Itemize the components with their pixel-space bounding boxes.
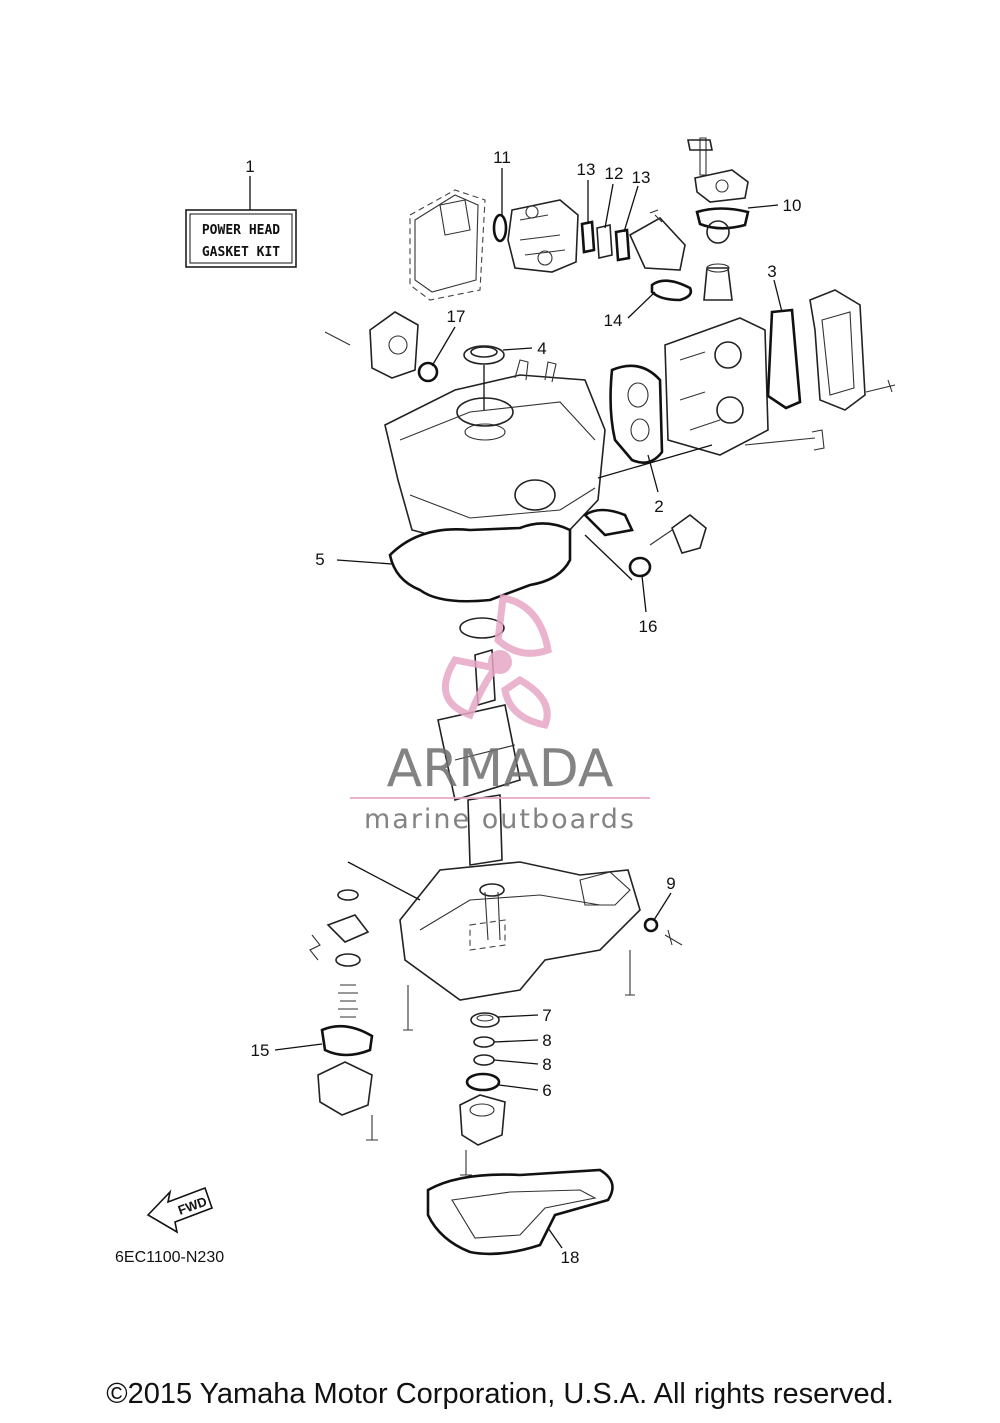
oil-pump-housing <box>459 1094 506 1146</box>
callout-8a: 8 <box>542 1031 551 1050</box>
watermark-brand: ARMADA <box>387 739 614 799</box>
gasket-2 <box>609 364 664 464</box>
callout-1: 1 <box>245 157 254 176</box>
callout-18: 18 <box>561 1248 580 1267</box>
callout-10: 10 <box>783 196 802 215</box>
armada-watermark: ARMADA marine outboards <box>350 593 650 835</box>
callout-13a: 13 <box>577 160 596 179</box>
crankcase-gasket-5 <box>388 522 572 603</box>
thermostat-cover <box>687 137 749 203</box>
callout-2: 2 <box>654 497 663 516</box>
callout-15: 15 <box>251 1041 270 1060</box>
fuel-pump <box>324 311 419 379</box>
drain-bolt <box>664 929 683 946</box>
callout-4: 4 <box>537 339 546 358</box>
gasket-14 <box>650 279 693 302</box>
gasket-18 <box>426 1168 614 1256</box>
intake-manifold <box>628 209 686 271</box>
oil-seal-4 <box>463 345 505 365</box>
thermostat <box>703 220 733 301</box>
cylinder-head <box>664 317 769 456</box>
o-ring-6 <box>465 1072 501 1092</box>
crankcase-lower <box>399 861 641 1001</box>
small-gasket <box>582 508 634 537</box>
callout-11: 11 <box>493 148 511 167</box>
kit-label-line2: GASKET KIT <box>202 245 280 260</box>
cylinder-head-gasket-3 <box>766 308 802 410</box>
gasket-kit-label: POWER HEAD GASKET KIT <box>185 209 297 268</box>
carburetor-assembly <box>409 189 579 301</box>
callout-12: 12 <box>605 164 624 183</box>
fwd-arrow-icon: FWD <box>146 1186 214 1234</box>
oil-seal-8a <box>473 1036 495 1048</box>
leader-lines <box>249 168 783 1249</box>
callout-6: 6 <box>542 1081 551 1100</box>
pump-bolt <box>460 1150 472 1176</box>
callout-14: 14 <box>604 311 623 330</box>
o-ring-17 <box>417 361 439 383</box>
callout-13b: 13 <box>632 168 651 187</box>
head-bolt <box>744 429 825 451</box>
o-ring-11 <box>492 213 508 243</box>
watermark-tagline: marine outboards <box>364 804 636 835</box>
crankshaft <box>437 617 521 866</box>
relief-valve-parts <box>309 889 370 1018</box>
case-bolt-left <box>403 985 413 1031</box>
gasket-10 <box>695 207 750 230</box>
gasket-15 <box>320 1024 374 1057</box>
callout-numbers: 1 11 13 12 13 10 3 14 17 4 2 5 16 9 7 8 … <box>245 148 801 1267</box>
relief-bolt <box>366 1115 378 1141</box>
copyright-notice: ©2015 Yamaha Motor Corporation, U.S.A. A… <box>106 1378 894 1410</box>
callout-8b: 8 <box>542 1055 551 1074</box>
callout-17: 17 <box>447 307 466 326</box>
case-bolt-right <box>625 950 635 996</box>
oil-seal-8b <box>473 1054 495 1066</box>
gasket-13b <box>614 228 631 262</box>
gasket-13a <box>580 220 596 254</box>
cylinder-head-cover <box>809 289 896 411</box>
kit-label-line1: POWER HEAD <box>202 223 280 238</box>
o-ring-16 <box>628 556 652 578</box>
oil-filler-cap <box>649 513 707 554</box>
diagram-code: 6EC1100-N230 <box>115 1249 224 1266</box>
callout-9: 9 <box>666 874 675 893</box>
callout-3: 3 <box>767 262 776 281</box>
gasket-12 <box>596 224 613 259</box>
callout-16: 16 <box>639 617 658 636</box>
callout-5: 5 <box>315 550 324 569</box>
cylinder-block <box>384 359 606 546</box>
relief-cover <box>317 1061 373 1116</box>
oil-seal-7 <box>470 1012 500 1028</box>
washer-9 <box>643 917 659 933</box>
callout-7: 7 <box>542 1006 551 1025</box>
